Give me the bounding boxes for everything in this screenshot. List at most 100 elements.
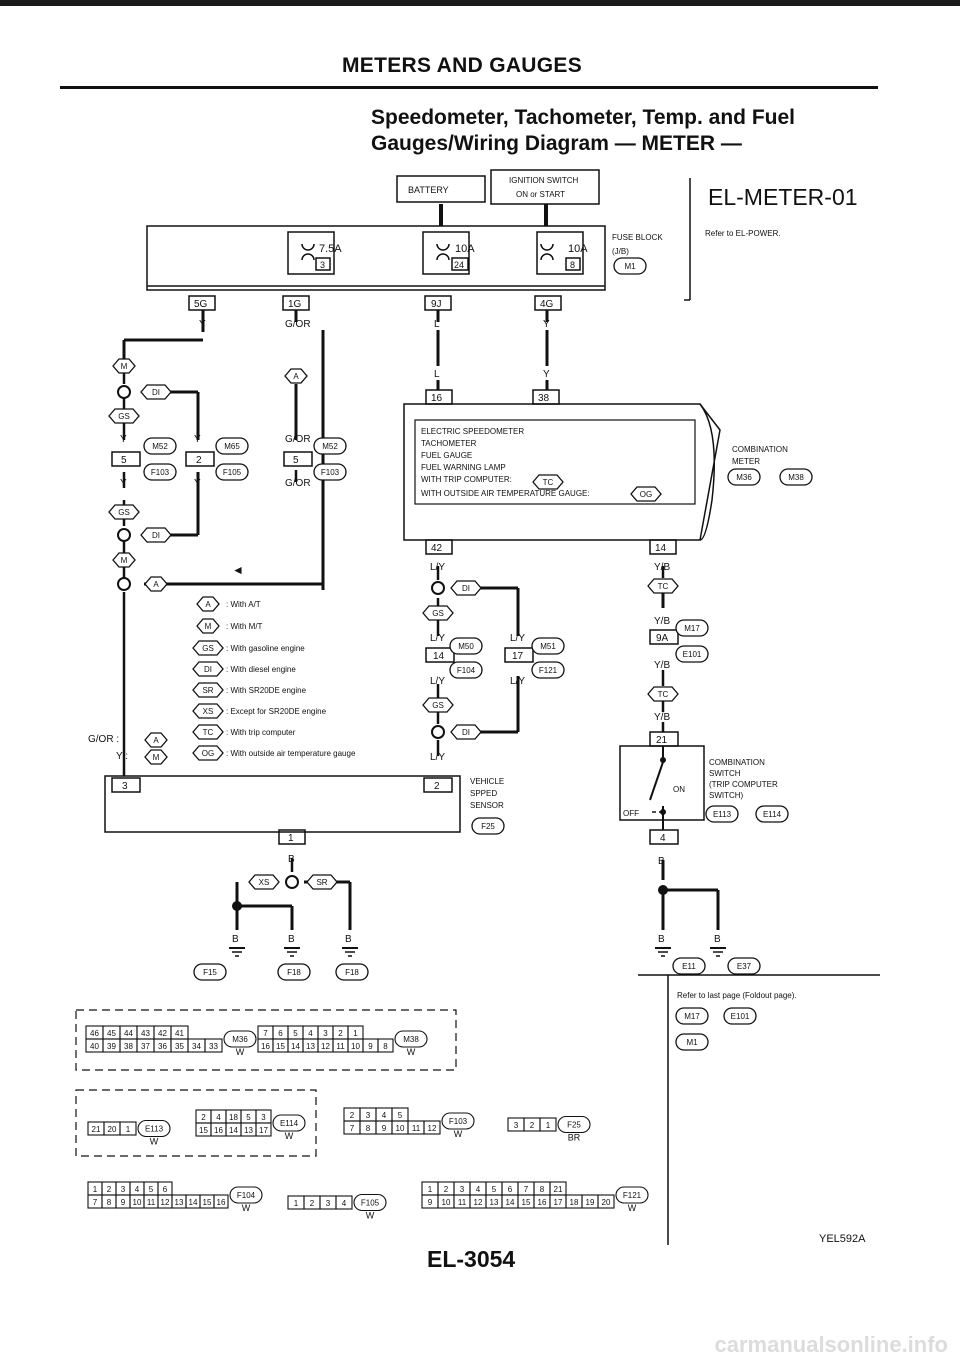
connector-f103-id: F103 <box>151 468 170 477</box>
terminal-m52b-5: 5 <box>293 455 299 466</box>
connector-f103-id: F103 <box>321 468 340 477</box>
pin-4: 4 <box>216 1113 221 1122</box>
option-m-code: M <box>205 622 212 631</box>
pin-21: 21 <box>92 1125 101 1134</box>
face-f103-color: W <box>454 1129 463 1139</box>
pin-5: 5 <box>246 1113 251 1122</box>
option-xs-tag: XS <box>192 703 224 719</box>
terminal-5g: 5G <box>194 299 208 310</box>
pin-12: 12 <box>161 1198 170 1207</box>
option-a-code: A <box>153 580 159 589</box>
connector-m17: M17 <box>675 1007 709 1025</box>
wire-gor-3: G/OR <box>285 478 311 489</box>
pin-10: 10 <box>396 1124 405 1133</box>
pin-44: 44 <box>124 1029 133 1038</box>
meter-line-6: WITH OUTSIDE AIR TEMPERATURE GAUGE: <box>421 489 590 498</box>
option-gs-code: GS <box>118 508 130 517</box>
option-gs-tag: GS <box>108 408 140 424</box>
pin-35: 35 <box>175 1042 184 1051</box>
option-og-tag: OG <box>630 486 662 502</box>
diagram-title-line1: Speedometer, Tachometer, Temp. and Fuel <box>371 106 795 129</box>
pin-2: 2 <box>201 1113 206 1122</box>
title-rule <box>60 86 878 89</box>
option-gs-tag: GS <box>422 697 454 713</box>
legend-text-sr: : With SR20DE engine <box>226 686 307 695</box>
connector-e101-id: E101 <box>731 1012 750 1021</box>
diagram-code: EL-METER-01 <box>708 184 858 210</box>
wire-b-2: B <box>658 856 665 867</box>
switch-label-3: (TRIP COMPUTER <box>709 780 778 789</box>
face-f25-id: F25 <box>567 1121 581 1130</box>
option-m-tag: M <box>112 358 136 374</box>
pin-39: 39 <box>107 1042 116 1051</box>
terminal-4: 4 <box>660 833 666 844</box>
wire-yb-4: Y/B <box>654 712 670 723</box>
pin-2: 2 <box>444 1185 449 1194</box>
pin-16: 16 <box>261 1042 270 1051</box>
pin-20: 20 <box>602 1198 611 1207</box>
pin-12: 12 <box>428 1124 437 1133</box>
pin-1: 1 <box>428 1185 433 1194</box>
terminal-14: 14 <box>655 543 667 554</box>
wire-gor-2: G/OR <box>285 434 311 445</box>
wire-l-1: L <box>434 319 440 330</box>
face-e114-id: E114 <box>280 1119 299 1128</box>
wire-ly-2: L/Y <box>430 633 445 644</box>
refer-foldout-note: Refer to last page (Foldout page). <box>677 991 797 1000</box>
pin-17: 17 <box>554 1198 563 1207</box>
option-m-code: M <box>153 753 160 762</box>
terminal-2: 2 <box>434 781 440 792</box>
pin-16: 16 <box>538 1198 547 1207</box>
option-og-tag: OG <box>192 745 224 761</box>
option-di-tag: DI <box>140 527 172 543</box>
pin-38: 38 <box>124 1042 133 1051</box>
meter-line-1: ELECTRIC SPEEDOMETER <box>421 427 524 436</box>
wire-y-5: Y <box>194 434 201 445</box>
pin-12: 12 <box>321 1042 330 1051</box>
pin-11: 11 <box>336 1042 345 1051</box>
sensor-label-1: VEHICLE <box>470 777 504 786</box>
switch-off-label: OFF <box>623 809 639 818</box>
pin-9: 9 <box>428 1198 433 1207</box>
figure-code: YEL592A <box>819 1233 866 1245</box>
face-f121-id: F121 <box>623 1191 642 1200</box>
connector-m1-id: M1 <box>686 1038 698 1047</box>
pin-11: 11 <box>412 1124 421 1133</box>
meter-line-3: FUEL GAUGE <box>421 451 472 460</box>
arrow-marker: ◄ <box>232 563 244 577</box>
wire-yb-3: Y/B <box>654 660 670 671</box>
pin-20: 20 <box>108 1125 117 1134</box>
ignition-label-2: ON or START <box>516 190 565 199</box>
connector-m1: M1 <box>613 257 647 275</box>
wire-legend-y: Y : <box>116 751 128 762</box>
pin-9: 9 <box>121 1198 126 1207</box>
legend-text-xs: : Except for SR20DE engine <box>226 707 327 716</box>
top-border <box>0 0 960 6</box>
battery-label: BATTERY <box>408 185 449 195</box>
face-m38-id: M38 <box>403 1035 419 1044</box>
option-tc-tag: TC <box>647 578 679 594</box>
wire-gor-1: G/OR <box>285 319 311 330</box>
pin-34: 34 <box>192 1042 201 1051</box>
terminal-16: 16 <box>431 393 443 404</box>
face-m36-id: M36 <box>232 1035 248 1044</box>
option-xs-code: XS <box>203 707 214 716</box>
option-xs-code: XS <box>259 878 270 887</box>
option-a-code: A <box>205 600 211 609</box>
wire-y-3: Y <box>543 369 550 380</box>
option-m-code: M <box>121 362 128 371</box>
connector-f15-id: F15 <box>203 968 217 977</box>
pin-1: 1 <box>546 1121 551 1130</box>
option-di-tag: DI <box>450 580 482 596</box>
pin-14: 14 <box>229 1126 238 1135</box>
wire-b-7: B <box>714 934 721 945</box>
connector-e101-id: E101 <box>683 650 702 659</box>
wire-b-4: B <box>288 934 295 945</box>
terminal-m52-5: 5 <box>121 455 127 466</box>
pin-41: 41 <box>175 1029 184 1038</box>
option-a-tag: A <box>196 596 220 612</box>
connector-f18: F18 <box>335 963 369 981</box>
wire-b-6: B <box>658 934 665 945</box>
pin-3: 3 <box>460 1185 465 1194</box>
face-e114-color: W <box>285 1131 294 1141</box>
